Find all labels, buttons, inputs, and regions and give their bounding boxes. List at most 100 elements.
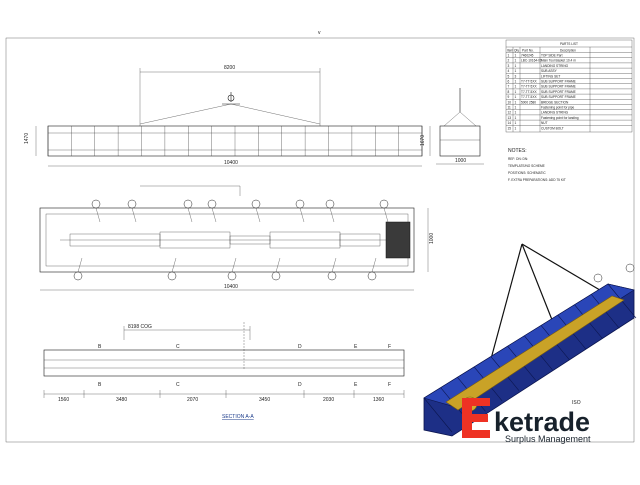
notes-block: NOTES: REF: DN: DN: TEMPLATE/NO SCHEME POS… [508,148,566,182]
frame-zone-marker: v [318,30,321,36]
section-dim-segment: 2030 [323,397,334,403]
parts-list-title: PARTS LIST [560,42,578,46]
section-marker-bottom: B [98,382,102,388]
parts-list-cell: 1 [515,90,517,94]
parts-list-cell: 1 [515,85,517,89]
parts-list-cell: Main Tool Basket 10.4 m [541,59,576,63]
section-title: SECTION A-A [222,414,254,420]
parts-list-cell: 1 [515,121,517,125]
item-callout-bubble [167,271,177,281]
item-callout-bubble [183,199,193,209]
parts-list-cell: 5000 2580 [521,100,536,104]
parts-list-header: Description [560,49,576,53]
item-callout-bubble [325,199,335,209]
notes-line: F. EXTRA PREPARATIONS: ADD 75 KIT [508,178,566,182]
parts-list-cell: 1 [515,106,517,110]
iso-sling-1 [487,243,523,371]
item-callout-bubble [379,199,389,209]
dim-top-sling: 8200 [224,65,235,71]
parts-list-cell: 7460245 [521,54,534,58]
parts-list-cell: 12 [508,111,512,115]
parts-list-cell: 3 [515,74,517,78]
parts-list-cell: 6 [508,80,510,84]
item-callout-bubble [367,271,377,281]
parts-list-cell: CUSTOM BOLT [541,126,564,130]
parts-list-cell: BRIDGE SECTION [541,100,569,104]
dim-elev-height: 1470 [24,133,30,144]
parts-list-cell: NUT [541,121,548,125]
plan-grating-block [385,221,411,259]
parts-list-cell: 9 [508,95,510,99]
notes-line: TEMPLATE/NO SCHEME [508,164,545,168]
section-marker-top: F [388,344,391,350]
parts-list-cell: SUB SUPPORT FRAME [541,95,576,99]
dim-elev-length: 10400 [224,160,238,166]
side-view: 1000 1670 [420,88,484,165]
item-callout-bubble [271,271,281,281]
iso-sling-3 [521,243,611,297]
item-callout-bubble [251,199,261,209]
parts-list-cell: SUB SUPPORT FRAME [541,90,576,94]
section-marker-bottom: F [388,382,391,388]
section-dim-segment: 3450 [259,397,270,403]
parts-list-cell: 5 [508,74,510,78]
parts-list-cell: 8 [508,90,510,94]
elevation-view: 8200 10400 1470 [24,65,423,167]
notes-line: REF: DN: DN: [508,157,528,161]
parts-list-cell: 1 [515,111,517,115]
iso-label: ISO [572,400,581,406]
parts-list-cell: 2 [508,59,510,63]
iso-tool-string [445,295,625,411]
parts-list-cell: Fastening point for landing [541,116,579,120]
item-callout-bubble [73,271,83,281]
section-dim-segment: 1360 [373,397,384,403]
brand-name: ketrade [494,407,590,437]
plan-view: 10400 1000 [39,185,435,291]
parts-list-header: Item [507,49,514,53]
parts-list-cell: 1 [515,64,517,68]
parts-list-cell: 1 [508,54,510,58]
parts-list-cell: 10 [508,100,512,104]
sling-left [139,103,232,125]
parts-list-cell: T7-TT-5XX [521,80,537,84]
basket-frame-plan [39,207,415,273]
dim-cog: 8198 COG [128,324,152,330]
dim-plan-width: 1000 [429,233,435,244]
brand-e-mark [462,398,490,438]
parts-list-cell: 1 [515,100,517,104]
section-marker-top: D [298,344,302,350]
parts-list-header: Part No. [522,49,534,53]
section-dim-segment: 1560 [58,397,69,403]
item-callout-bubble [227,271,237,281]
section-marker-bottom: D [298,382,302,388]
parts-list-cell: 7 [508,85,510,89]
parts-list-cell: 1 [515,54,517,58]
section-dim-segment: 2070 [187,397,198,403]
parts-list-cell: LANDING STRING [541,111,569,115]
notes-heading: NOTES: [508,148,527,154]
parts-list-cell: 15 [508,126,512,130]
parts-list-cell: 1 [515,80,517,84]
parts-list-cell: SUB SUPPORT FRAME [541,85,576,89]
notes-line: POSITIONS: SCHEMATIC [508,171,546,175]
item-callout-bubble [207,199,217,209]
hook-ring [227,94,235,102]
section-marker-top: C [176,344,180,350]
parts-list-cell: 1 [515,116,517,120]
parts-list-cell: T7-TT-5XX [521,90,537,94]
parts-list-cell: 11 [508,106,512,110]
section-marker-top: B [98,344,102,350]
section-marker-bottom: E [354,382,358,388]
brand-logo: ketrade Surplus Management [462,398,591,444]
parts-list-cell: 1 [515,59,517,63]
parts-list-cell: 1 [515,69,517,73]
parts-list-cell: Fastening point for pipe [541,106,575,110]
item-callout-bubble [127,199,137,209]
basket-frame-side [439,125,481,157]
dim-side-height: 1670 [420,135,426,146]
parts-list-cell: 1 [515,95,517,99]
parts-list-cell: TOP SIDE Part [541,54,563,58]
